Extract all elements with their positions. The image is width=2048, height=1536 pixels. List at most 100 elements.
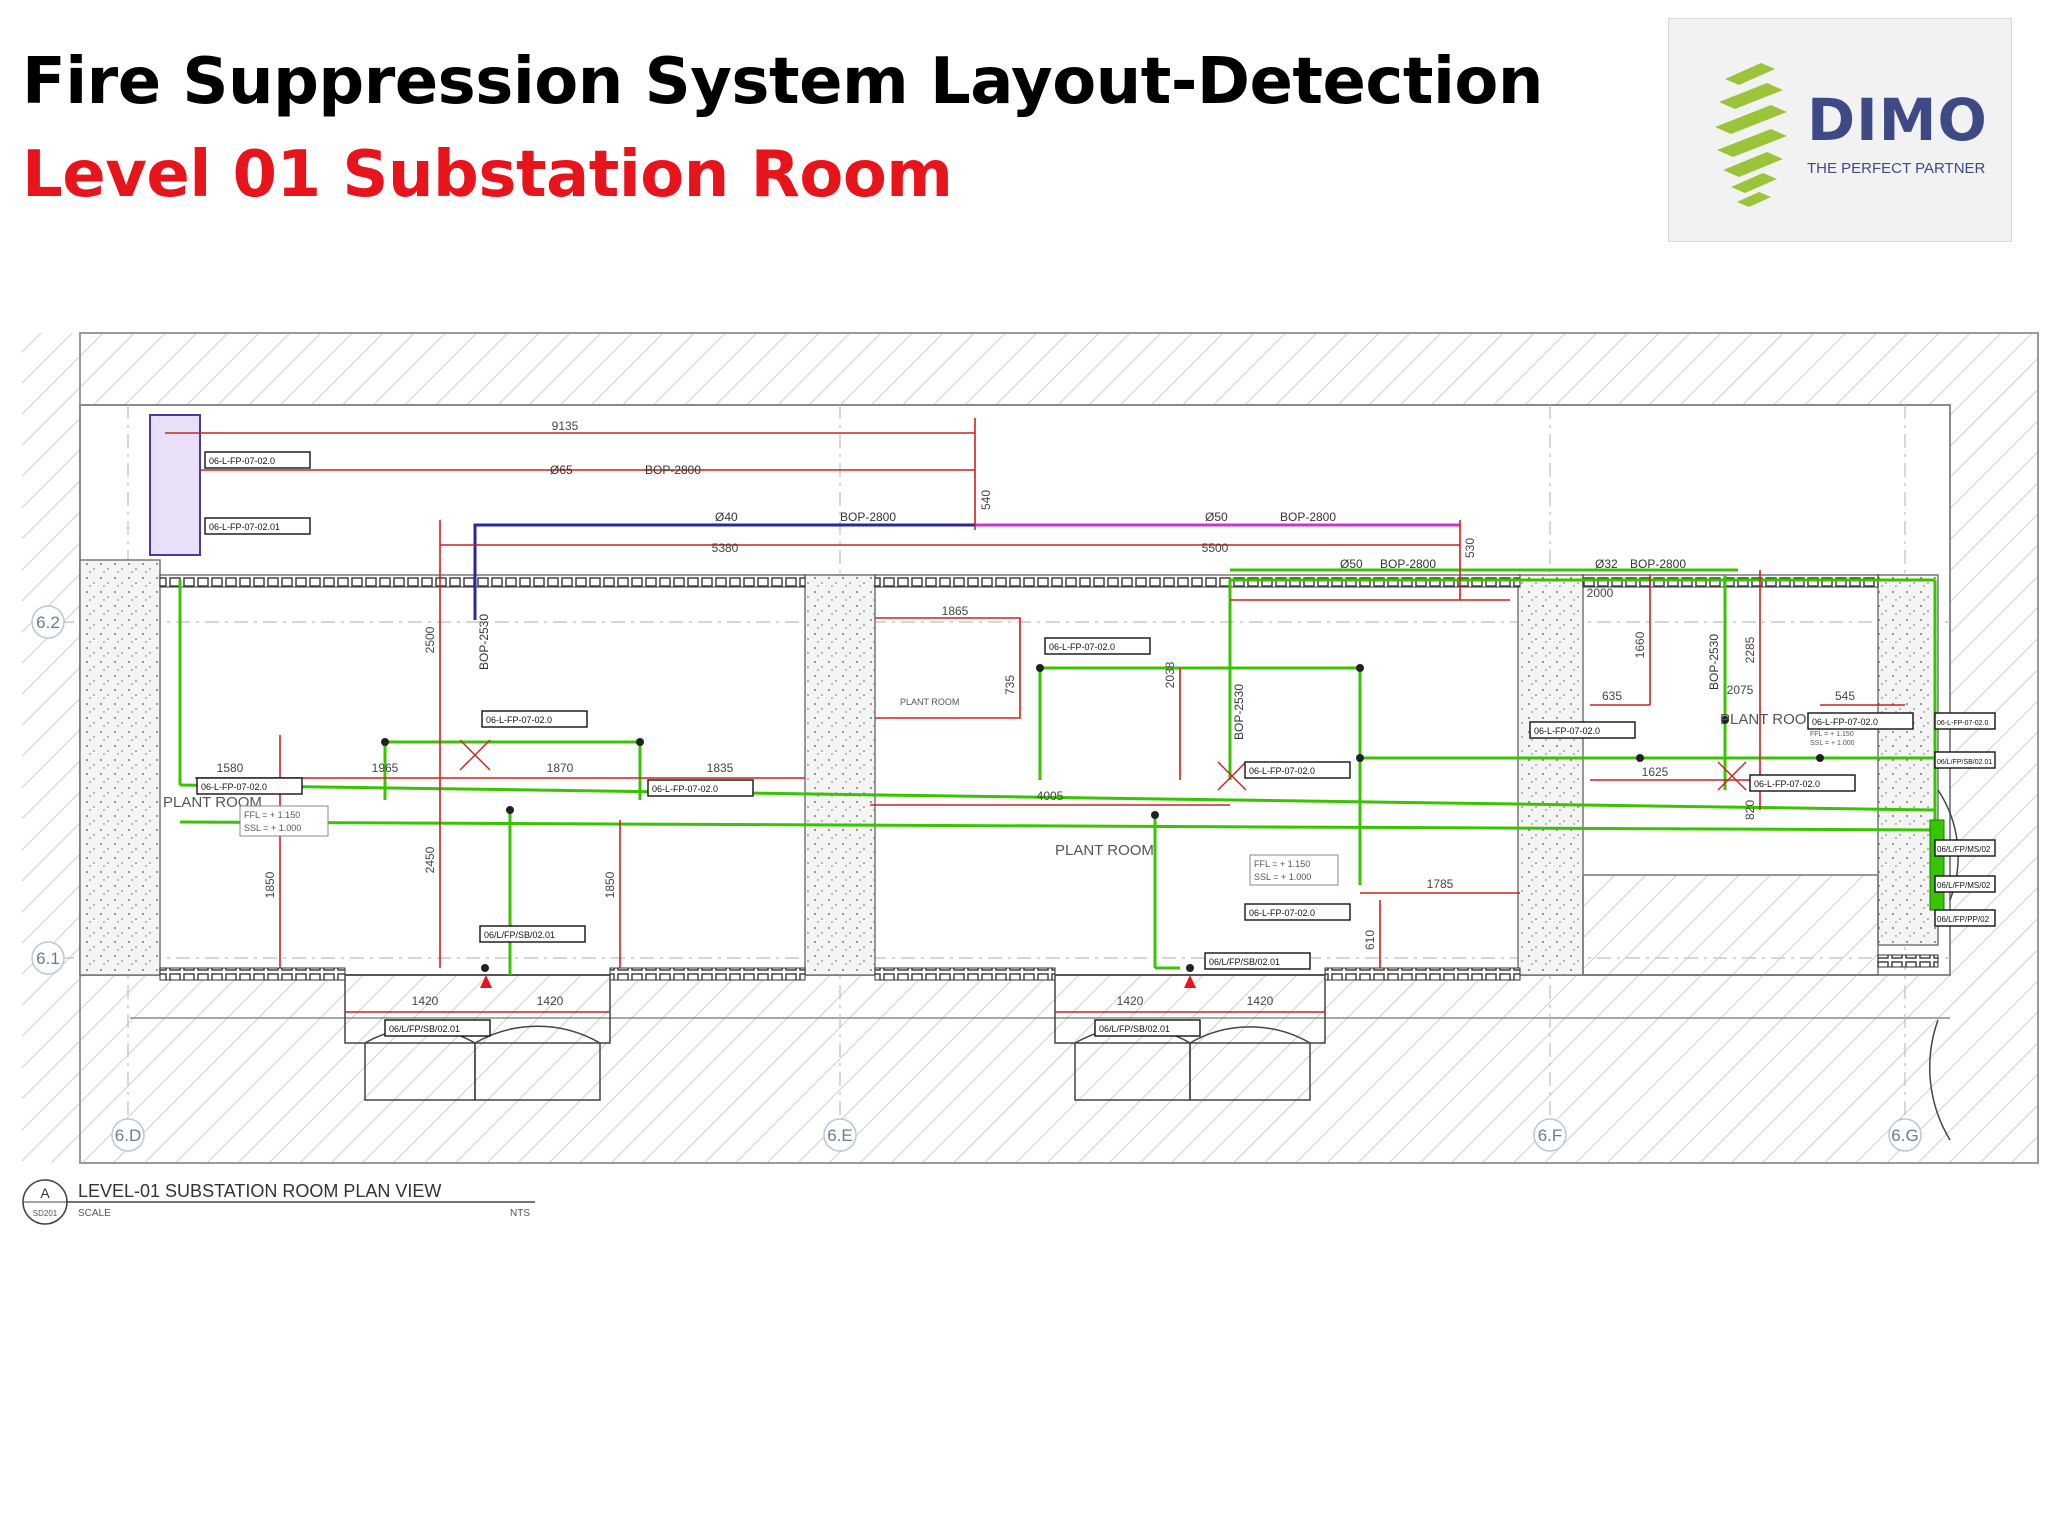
dim-545: 545 [1835, 689, 1855, 703]
dimension-lines [165, 418, 1905, 1013]
level-note-5: FFL = + 1.150 [1810, 731, 1854, 738]
tag-20: 06/L/FP/PP/02 [1937, 915, 1990, 924]
pipe-label-bop-2800-c: BOP-2800 [1280, 510, 1336, 524]
grid-label-row-bottom: 6.1 [36, 949, 60, 968]
page-title: Fire Suppression System Layout-Detection [22, 45, 1543, 119]
grid-label-col-2: 6.E [827, 1126, 853, 1145]
dim-2450: 2450 [423, 846, 437, 873]
view-marker: A [40, 1185, 50, 1201]
dim-1420-a: 1420 [412, 994, 439, 1008]
tag-boxes [196, 451, 1996, 1037]
scale-value: NTS [510, 1208, 530, 1219]
dim-1865: 1865 [942, 604, 969, 618]
dim-1850-a: 1850 [263, 871, 277, 898]
pipe-label-bop-2530-b: BOP-2530 [1232, 684, 1246, 740]
dim-4005: 4005 [1037, 789, 1064, 803]
dim-530: 530 [1463, 538, 1477, 558]
dim-735: 735 [1003, 675, 1017, 695]
dim-1420-b: 1420 [537, 994, 564, 1008]
pipe-label-d32: Ø32 [1595, 557, 1618, 571]
logo-tagline: THE PERFECT PARTNER [1807, 160, 1986, 177]
dim-9135: 9135 [552, 419, 579, 433]
room-label-plant-small: PLANT ROOM [900, 697, 959, 707]
grid-lines [60, 405, 1950, 1118]
tag-3: 06-L-FP-07-02.0 [486, 715, 552, 725]
riser-arrow-markers [480, 975, 1196, 988]
tag-18: 06/L/FP/MS/02 [1937, 845, 1991, 854]
door-swings [344, 789, 1959, 1141]
dim-1625: 1625 [1642, 765, 1669, 779]
dim-2075: 2075 [1727, 683, 1754, 697]
dim-610: 610 [1363, 930, 1377, 950]
view-sheet-ref: SD201 [33, 1209, 58, 1218]
tag-13: 06/L/FP/SB/02.01 [484, 930, 555, 940]
tag-1: 06-L-FP-07-02.0 [209, 456, 275, 466]
tag-9: 06-L-FP-07-02.0 [1754, 779, 1820, 789]
dim-2038: 2038 [1163, 661, 1177, 688]
pipe-label-d65: Ø65 [550, 463, 573, 477]
pipe-junctions [381, 664, 1824, 972]
pipe-label-d50-a: Ø50 [1205, 510, 1228, 524]
grid-label-col-3: 6.F [1538, 1126, 1563, 1145]
block-walls [159, 574, 1939, 981]
grid-label-col-1: 6.D [115, 1126, 141, 1145]
concrete-walls [79, 559, 1939, 976]
dim-1870: 1870 [547, 761, 574, 775]
tag-15: 06/L/FP/SB/02.01 [1099, 1024, 1170, 1034]
tag-5: 06-L-FP-07-02.0 [652, 784, 718, 794]
drawing-title-block [22, 1179, 535, 1225]
pipe-label-bop-2800-e: BOP-2800 [1630, 557, 1686, 571]
page-subtitle: Level 01 Substation Room [22, 138, 953, 212]
dim-2000: 2000 [1587, 586, 1614, 600]
dim-635: 635 [1602, 689, 1622, 703]
tag-4: 06-L-FP-07-02.0 [201, 782, 267, 792]
sprinkler-pipe-network [178, 575, 1937, 975]
room-label-plant-3: PLANT ROOM [1720, 711, 1819, 728]
level-note-1: FFL = + 1.150 [244, 810, 300, 820]
pipe-label-bop-2800-d: BOP-2800 [1380, 557, 1436, 571]
grid-label-col-4: 6.G [1891, 1126, 1918, 1145]
dim-820: 820 [1743, 800, 1757, 820]
dim-2285: 2285 [1743, 636, 1757, 663]
pipe-label-bop-2800-a: BOP-2800 [645, 463, 701, 477]
level-note-boxes [239, 805, 1339, 886]
dim-1850-b: 1850 [603, 871, 617, 898]
room-label-plant-1: PLANT ROOM [163, 794, 262, 811]
tag-10: 06-L-FP-07-02.0 [1249, 908, 1315, 918]
dim-5380: 5380 [712, 541, 739, 555]
tag-11: 06-L-FP-07-02.0 [1812, 717, 1878, 727]
logo-mark-icon [1715, 63, 1787, 207]
brand-logo: DIMO THE PERFECT PARTNER [1668, 18, 2012, 242]
pipe-label-d40: Ø40 [715, 510, 738, 524]
dim-1420-c: 1420 [1117, 994, 1144, 1008]
detection-cabinet [1929, 819, 1945, 911]
tag-8: 06-L-FP-07-02.0 [1534, 726, 1600, 736]
tag-6: 06-L-FP-07-02.0 [1049, 642, 1115, 652]
tag-16: 06/L/FP/SB/02.01 [1209, 957, 1280, 967]
dim-1420-d: 1420 [1247, 994, 1274, 1008]
tag-19: 06/L/FP/MS/02 [1937, 881, 1991, 890]
level-note-6: SSL = + 1.000 [1810, 740, 1855, 747]
detector-markers [459, 739, 1747, 791]
level-note-4: SSL = + 1.000 [1254, 872, 1311, 882]
tag-14: 06/L/FP/SB/02.01 [389, 1024, 460, 1034]
room-label-plant-2: PLANT ROOM [1055, 842, 1154, 859]
tag-12: 06-L-FP-07-02.0 [1937, 720, 1988, 727]
pipe-label-bop-2530-a: BOP-2530 [477, 614, 491, 670]
view-title: LEVEL-01 SUBSTATION ROOM PLAN VIEW [78, 1181, 441, 1201]
dim-5500: 5500 [1202, 541, 1229, 555]
dim-1660: 1660 [1633, 631, 1647, 658]
hatched-surround [22, 332, 2039, 1164]
grid-bubbles [31, 605, 1922, 1152]
level-note-2: SSL = + 1.000 [244, 823, 301, 833]
fire-valve-assembly [149, 414, 201, 556]
dim-540: 540 [979, 490, 993, 510]
dim-1785: 1785 [1427, 877, 1454, 891]
scale-label: SCALE [78, 1208, 111, 1219]
tag-2: 06-L-FP-07-02.01 [209, 522, 280, 532]
pipe-label-bop-2530-c: BOP-2530 [1707, 634, 1721, 690]
pipe-label-bop-2800-b: BOP-2800 [840, 510, 896, 524]
logo-brand-name: DIMO [1807, 86, 1988, 154]
level-note-3: FFL = + 1.150 [1254, 859, 1310, 869]
tag-17: 06/L/FP/SB/02.01 [1937, 759, 1992, 766]
